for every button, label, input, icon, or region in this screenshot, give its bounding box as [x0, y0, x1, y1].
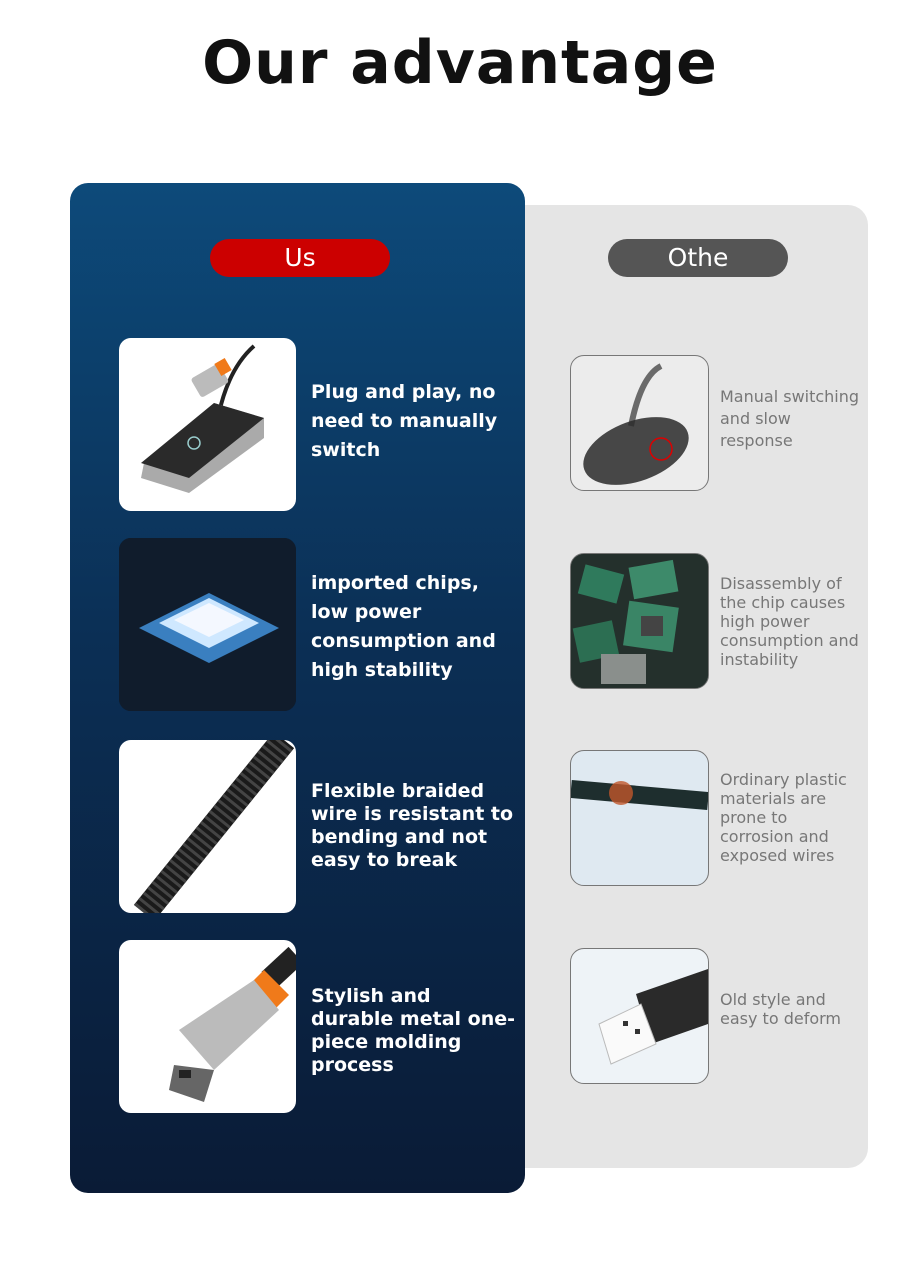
- others-feature-text: Disassembly of the chip causes high powe…: [720, 574, 859, 669]
- us-label: Us: [210, 239, 390, 277]
- blurry-hub-image: [570, 355, 709, 491]
- others-feature-text: Old style and easy to deform: [720, 990, 841, 1028]
- others-label: Othe: [608, 239, 788, 277]
- others-feature-text: Ordinary plastic materials are prone to …: [720, 770, 847, 865]
- metal-usb-image: [119, 940, 296, 1113]
- pile-of-chips-image: [570, 553, 709, 689]
- us-feature-text: Plug and play, no need to manually switc…: [311, 381, 498, 461]
- usb-hub-image: [119, 338, 296, 511]
- us-feature-text: imported chips, low power consumption an…: [311, 572, 496, 681]
- damaged-cable-image: [570, 750, 709, 886]
- page-title: Our advantage: [202, 28, 718, 98]
- braided-cable-image: [119, 740, 296, 913]
- plastic-usb-image: [570, 948, 709, 1084]
- chip-image: [119, 538, 296, 711]
- us-feature-text: Stylish and durable metal one-piece mold…: [311, 985, 515, 1076]
- us-feature-text: Flexible braided wire is resistant to be…: [311, 780, 514, 871]
- others-feature-text: Manual switching and slow response: [720, 387, 860, 450]
